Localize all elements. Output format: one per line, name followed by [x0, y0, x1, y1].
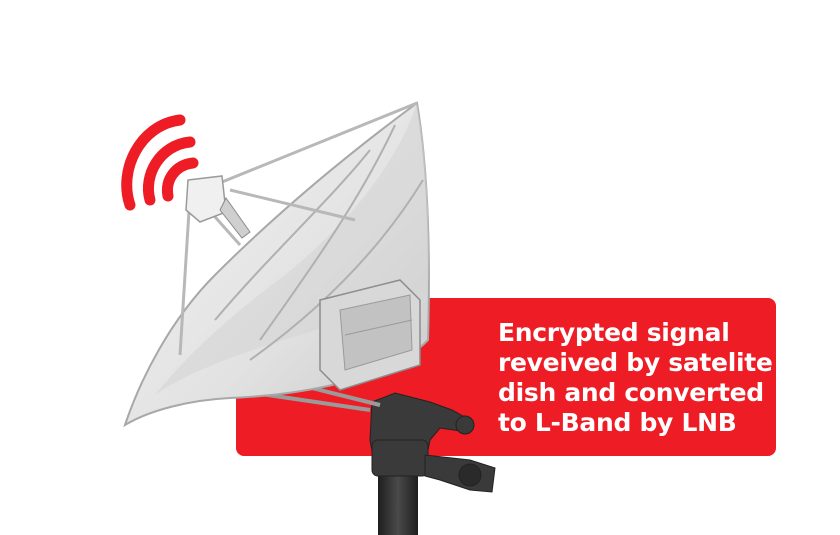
caption-line-4: to L-Band by LNB: [498, 408, 737, 437]
wifi-signal-waves-icon: [121, 114, 199, 211]
mount-pole: [378, 470, 418, 535]
caption-line-3: dish and converted: [498, 378, 764, 407]
lnb-feed: [185, 175, 251, 239]
dish-ribs: [214, 124, 424, 361]
caption-line-1: Encrypted signal: [498, 318, 730, 347]
feed-struts: [178, 101, 418, 356]
caption-line-2: reveived by satelite: [498, 348, 773, 377]
caption-text: Encrypted signal reveived by satelite di…: [498, 318, 788, 438]
dish-mount: [369, 392, 496, 493]
rear-housing: [319, 279, 421, 391]
